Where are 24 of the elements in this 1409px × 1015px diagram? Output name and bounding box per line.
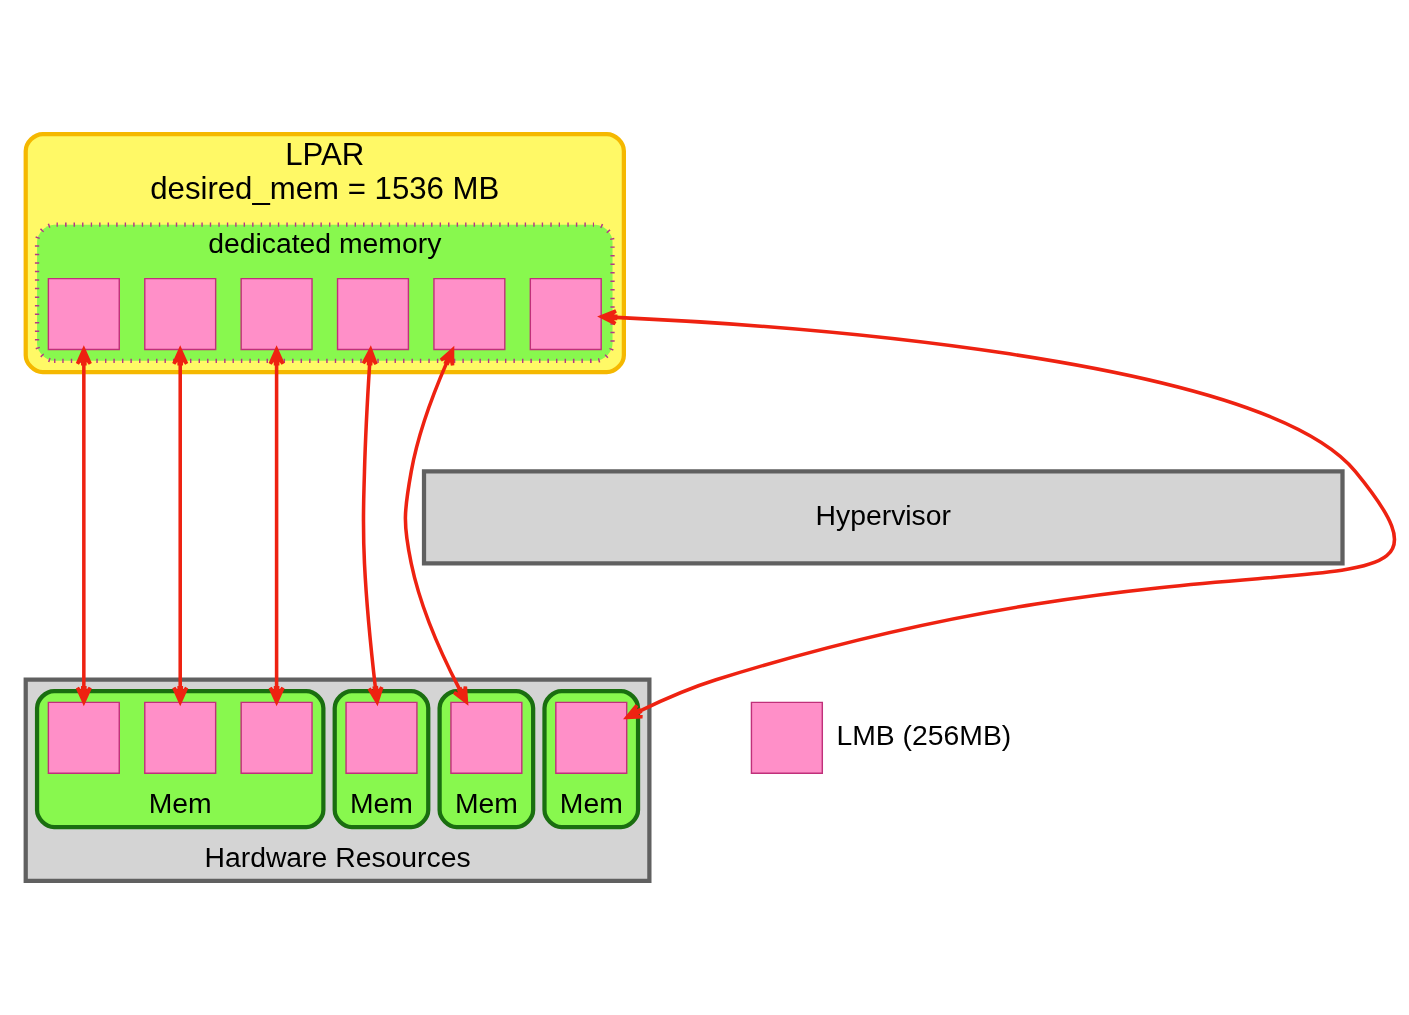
node-box — [240, 701, 313, 774]
arrow — [268, 347, 285, 704]
cluster: Mem — [437, 688, 536, 830]
arrow — [403, 347, 469, 704]
node-box — [47, 277, 120, 351]
cluster: dedicated memory — [34, 222, 615, 363]
node-box — [144, 701, 217, 774]
arrow — [599, 309, 1396, 720]
node-box — [555, 701, 628, 774]
node-box — [336, 277, 410, 351]
legend-label: LMB (256MB) — [836, 718, 1012, 751]
node-box — [433, 277, 506, 351]
node-box — [345, 701, 418, 774]
node-box: Hypervisor — [421, 469, 1345, 566]
arrow — [361, 347, 384, 704]
node-box — [144, 277, 217, 351]
cluster: Mem — [542, 688, 641, 830]
node-box — [47, 701, 120, 774]
node-box — [529, 277, 602, 351]
node-box — [240, 277, 313, 351]
arrow — [172, 347, 189, 704]
node-box — [450, 701, 523, 774]
cluster: Mem — [332, 688, 431, 830]
arrow — [75, 347, 92, 704]
